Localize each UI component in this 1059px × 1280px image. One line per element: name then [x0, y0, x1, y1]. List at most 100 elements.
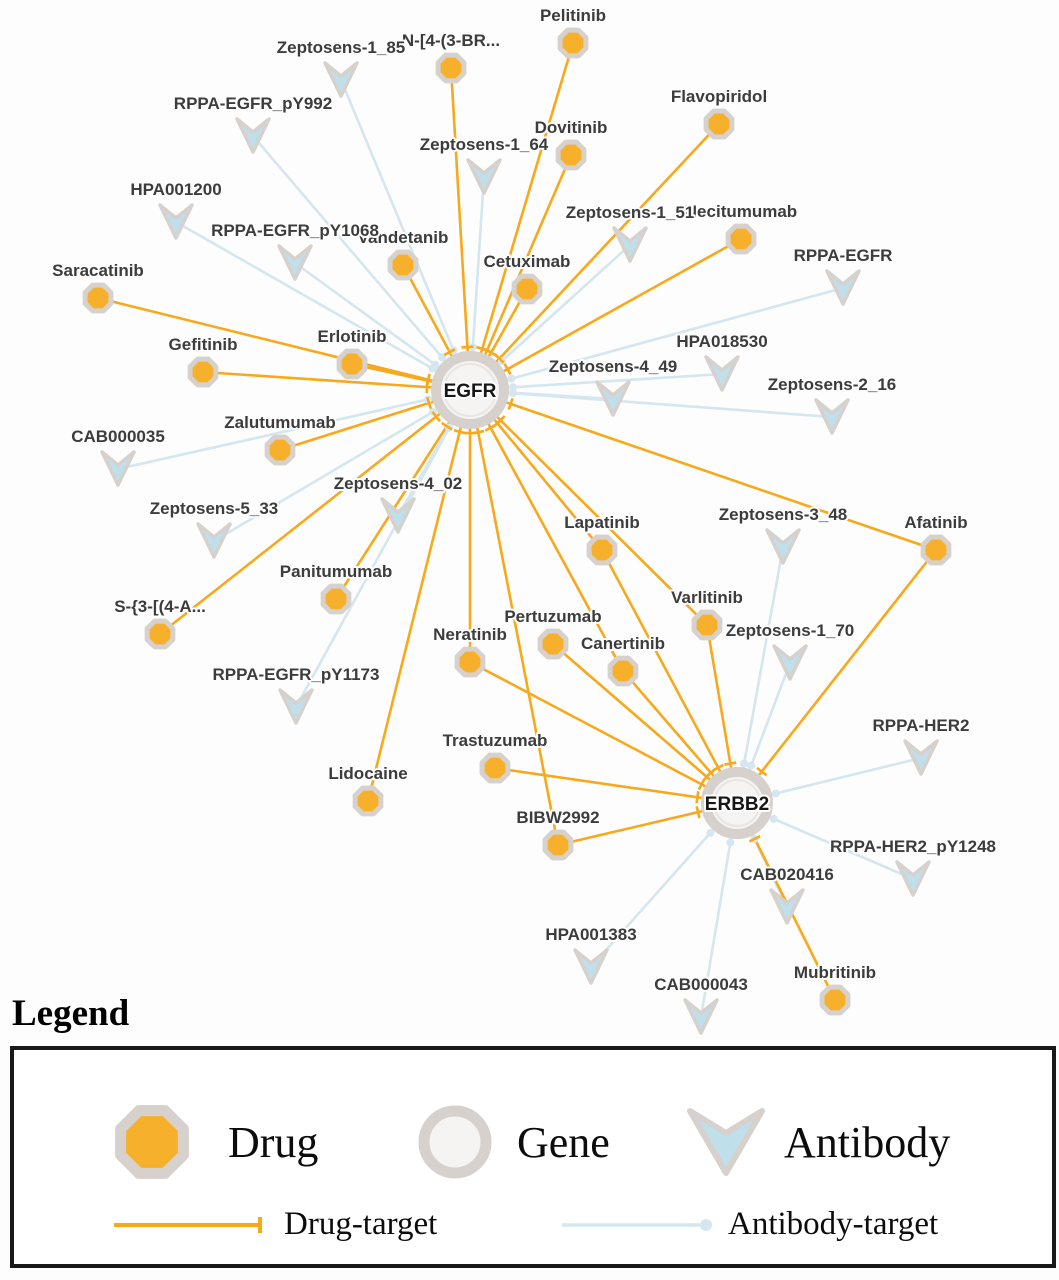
node-label-canertinib: Canertinib [581, 634, 665, 653]
antibody-node-z1_51[interactable] [612, 226, 648, 263]
drug-node-canertinib[interactable] [607, 655, 639, 687]
drug-node-necitumumab[interactable] [725, 223, 757, 255]
gene-node-erbb2[interactable] [701, 767, 773, 839]
antibody-node-hpa001200[interactable] [158, 203, 194, 240]
legend-antibody-target-label: Antibody-target [728, 1206, 939, 1242]
drug-icon [115, 1105, 189, 1179]
drug-target-endcap [453, 429, 466, 435]
drug-node-erlotinib[interactable] [336, 348, 368, 380]
node-label-mubritinib: Mubritinib [794, 963, 876, 982]
node-label-afatinib: Afatinib [904, 513, 967, 532]
antibody-node-py992[interactable] [235, 117, 271, 154]
node-label-nbr: N-[4-(3-BR... [402, 31, 500, 50]
antibody-node-cab000035[interactable] [100, 450, 136, 487]
drug-node-lapatinib[interactable] [586, 534, 618, 566]
node-label-cetuximab: Cetuximab [484, 252, 571, 271]
drug-target-edge [468, 42, 575, 391]
drug-node-zalutumumab[interactable] [264, 434, 296, 466]
antibody-node-py1068[interactable] [277, 244, 313, 281]
drug-node-panitumumab[interactable] [320, 583, 352, 615]
antibody-node-hpa018530[interactable] [704, 355, 740, 392]
antibody-target-edge [117, 388, 471, 471]
drug-node-s34a[interactable] [144, 618, 176, 650]
node-label-erbb2: ERBB2 [705, 794, 769, 815]
antibody-node-rppa_her2[interactable] [903, 739, 939, 776]
node-label-z1_64: Zeptosens-1_64 [420, 135, 549, 154]
drug-target-endcap [494, 353, 505, 364]
drug-node-dovitinib[interactable] [555, 139, 587, 171]
drug-node-varlitinib[interactable] [691, 609, 723, 641]
node-label-hpa018530: HPA018530 [676, 332, 767, 351]
legend-item-gene: Gene [409, 1096, 610, 1188]
drug-node-lidocaine[interactable] [352, 785, 384, 817]
legend-item-drug-target: Drug-target [112, 1206, 437, 1243]
drug-node-trastuzumab[interactable] [479, 752, 511, 784]
antibody-target-endcap [507, 374, 516, 383]
antibody-node-py1173[interactable] [278, 688, 314, 725]
antibody-node-z2_16[interactable] [814, 398, 850, 435]
drug-target-endcap [443, 348, 456, 357]
drug-node-saracatinib[interactable] [82, 282, 114, 314]
node-label-erlotinib: Erlotinib [318, 327, 387, 346]
node-label-zalutumumab: Zalutumumab [224, 413, 335, 432]
drug-node-nbr[interactable] [435, 52, 467, 84]
antibody-node-z4_49[interactable] [595, 380, 631, 417]
gene-icon [418, 1105, 492, 1179]
drug-target-edge [449, 67, 472, 391]
node-label-bibw2992: BIBW2992 [516, 808, 599, 827]
drug-node-gefitinib[interactable] [187, 356, 219, 388]
drug-target-endcap [756, 766, 768, 777]
drug-node-bibw2992[interactable] [542, 829, 574, 861]
node-label-pelitinib: Pelitinib [540, 6, 606, 25]
node-label-cab000035: CAB000035 [71, 427, 165, 446]
legend-drug-label: Drug [228, 1117, 319, 1167]
antibody-node-rppa_egfr[interactable] [825, 269, 861, 306]
antibody-node-hpa001383[interactable] [573, 948, 609, 985]
antibody-target-edge-icon [562, 1218, 712, 1231]
drug-target-endcap [441, 421, 453, 431]
drug-target-endcap [695, 791, 700, 804]
legend-drug-target-label: Drug-target [284, 1206, 438, 1242]
antibody-node-py1248[interactable] [895, 860, 931, 897]
drug-target-edge [468, 389, 560, 846]
gene-node-inner-ring [713, 779, 761, 827]
antibody-node-cab020416[interactable] [769, 888, 805, 925]
drug-target-endcap [425, 396, 433, 410]
antibody-node-z1_85[interactable] [323, 61, 359, 98]
drug-target-edge [366, 389, 472, 802]
drug-node-flavopiridol[interactable] [703, 108, 735, 140]
antibody-target-endcap [438, 353, 447, 362]
drug-target-edge [469, 388, 937, 552]
drug-node-afatinib[interactable] [920, 534, 952, 566]
node-label-pertuzumab: Pertuzumab [504, 607, 601, 626]
drug-target-endcap [425, 374, 431, 387]
antibody-node-z5_33[interactable] [196, 522, 232, 559]
drug-target-endcap [495, 415, 506, 426]
drug-node-cetuximab[interactable] [511, 273, 543, 305]
drug-node-pertuzumab[interactable] [537, 628, 569, 660]
drug-target-edge [469, 389, 708, 626]
drug-target-endcap [485, 348, 497, 357]
node-label-rppa_egfr: RPPA-EGFR [794, 246, 893, 265]
legend-title: Legend [12, 993, 130, 1034]
drug-node-mubritinib[interactable] [819, 984, 851, 1016]
drug-node-vandetanib[interactable] [387, 249, 419, 281]
drug-target-edge [600, 549, 739, 804]
antibody-node-z1_64[interactable] [466, 158, 502, 195]
antibody-target-edge [469, 286, 844, 392]
antibody-node-cab000043[interactable] [683, 998, 719, 1035]
drug-node-neratinib[interactable] [454, 646, 486, 678]
node-label-s34a: S-{3-[(4-A... [114, 597, 206, 616]
antibody-node-z3_48[interactable] [765, 528, 801, 565]
node-label-lidocaine: Lidocaine [328, 764, 407, 783]
drug-node-pelitinib[interactable] [557, 27, 589, 59]
antibody-node-z1_70[interactable] [772, 644, 808, 681]
gene-node-egfr[interactable] [431, 351, 509, 429]
antibody-node-z4_02[interactable] [380, 497, 416, 534]
drug-target-edge [202, 370, 471, 392]
node-label-z5_33: Zeptosens-5_33 [150, 499, 279, 518]
drug-target-edge [159, 388, 471, 636]
antibody-target-edge [252, 135, 471, 391]
